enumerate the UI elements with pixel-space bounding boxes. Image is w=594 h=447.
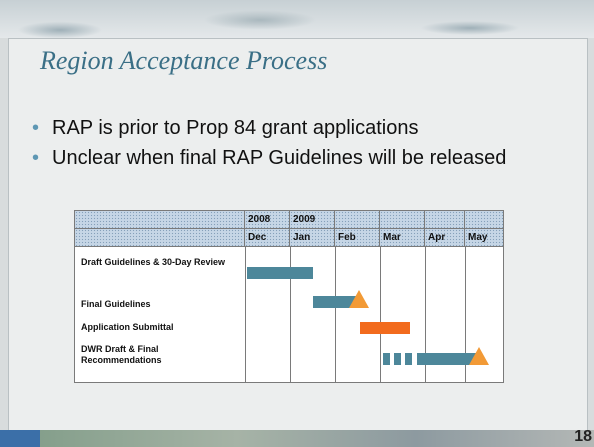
grid-line	[380, 247, 381, 382]
milestone-marker	[469, 347, 489, 365]
bullet-text: Unclear when final RAP Guidelines will b…	[52, 147, 507, 169]
task-bar	[405, 353, 412, 365]
bullet-dot-icon: •	[32, 147, 40, 169]
gantt-header-cell	[425, 211, 465, 229]
task-bar	[417, 353, 477, 365]
year-label: 2008	[245, 211, 290, 229]
decorative-header-band	[0, 0, 594, 38]
month-label: Jan	[290, 229, 335, 247]
grid-line	[335, 247, 336, 382]
gantt-header-cell	[335, 211, 380, 229]
bullet-item: • Unclear when final RAP Guidelines will…	[30, 147, 550, 169]
task-label: Application Submittal	[81, 322, 174, 332]
year-label: 2009	[290, 211, 335, 229]
task-label: Final Guidelines	[81, 299, 151, 309]
month-label: Mar	[380, 229, 425, 247]
grid-line	[465, 247, 466, 382]
gantt-header-cell	[465, 211, 503, 229]
task-bar	[360, 322, 410, 334]
bullet-item: • RAP is prior to Prop 84 grant applicat…	[30, 117, 550, 139]
grid-line	[290, 247, 291, 382]
month-label: Feb	[335, 229, 380, 247]
bullet-list: • RAP is prior to Prop 84 grant applicat…	[30, 117, 550, 177]
task-bar	[313, 296, 357, 308]
task-label: Draft Guidelines & 30-Day Review	[81, 257, 226, 267]
month-label: Apr	[425, 229, 465, 247]
task-bar	[247, 267, 313, 279]
month-label: Dec	[245, 229, 290, 247]
task-bar	[383, 353, 390, 365]
grid-line	[425, 247, 426, 382]
task-label: DWR Draft & Final Recommendations	[81, 344, 162, 365]
milestone-marker	[349, 290, 369, 308]
decorative-footer-band	[0, 430, 594, 447]
gantt-header-blank	[75, 229, 245, 247]
bullet-text: RAP is prior to Prop 84 grant applicatio…	[52, 117, 419, 139]
page-number: 18	[574, 428, 592, 445]
bullet-dot-icon: •	[32, 117, 40, 139]
gantt-header-cell	[380, 211, 425, 229]
grid-line	[245, 247, 246, 382]
task-bar	[394, 353, 401, 365]
gantt-header-blank	[75, 211, 245, 229]
gantt-chart: 2008 2009 Dec Jan Feb Mar Apr May Draft …	[74, 210, 504, 383]
month-label: May	[465, 229, 503, 247]
logo	[0, 430, 40, 447]
slide-title: Region Acceptance Process	[40, 46, 328, 75]
